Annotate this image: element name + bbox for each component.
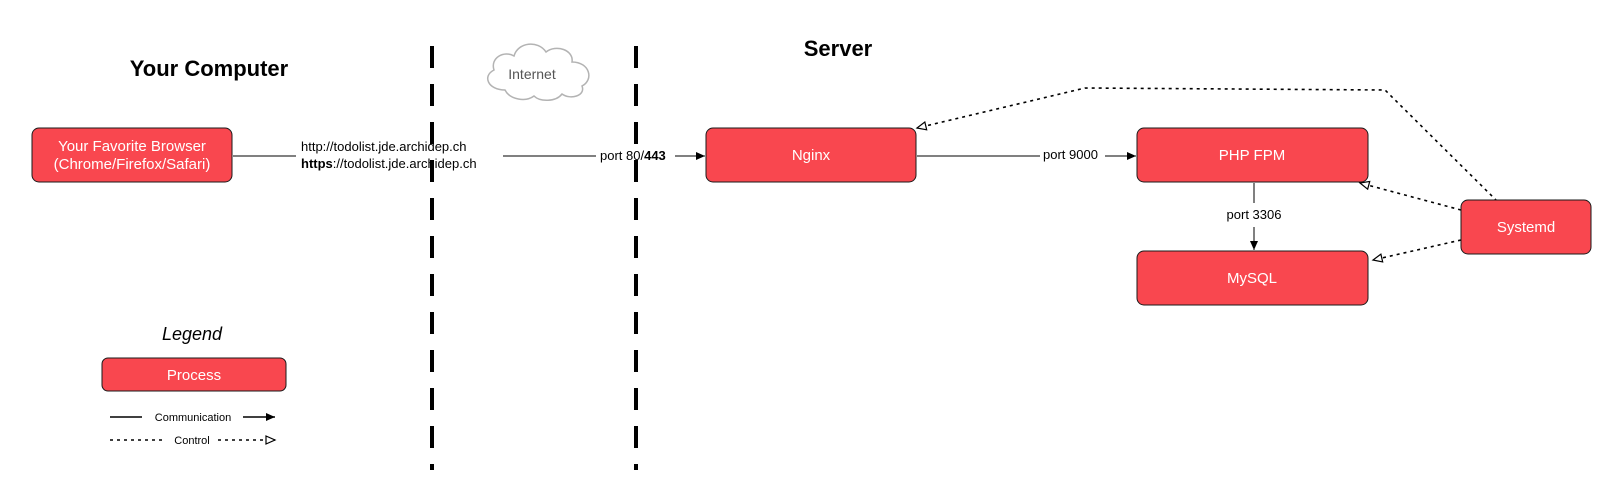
browser-label-line1: Your Favorite Browser bbox=[58, 138, 206, 155]
php-fpm-node: PHP FPM bbox=[1136, 127, 1369, 183]
control-systemd-to-phpfpm bbox=[1358, 180, 1462, 211]
systemd-label: Systemd bbox=[1497, 219, 1555, 236]
legend-control-label: Control bbox=[174, 435, 209, 447]
your-computer-heading: Your Computer bbox=[130, 56, 289, 81]
legend-communication-label: Communication bbox=[155, 412, 231, 424]
php-fpm-label: PHP FPM bbox=[1219, 147, 1285, 164]
legend-title: Legend bbox=[162, 324, 223, 344]
server-heading: Server bbox=[804, 36, 873, 61]
cloud-icon bbox=[486, 43, 590, 101]
url-https-label: https://todolist.jde.archidep.ch bbox=[301, 156, 477, 171]
nginx-label: Nginx bbox=[792, 147, 831, 164]
systemd-node: Systemd bbox=[1460, 199, 1592, 255]
port-9000-label: port 9000 bbox=[1043, 147, 1098, 162]
url-http-label: http://todolist.jde.archidep.ch bbox=[301, 139, 467, 154]
control-systemd-to-mysql bbox=[1371, 239, 1462, 263]
browser-label-line2: (Chrome/Firefox/Safari) bbox=[54, 156, 211, 173]
browser-node: Your Favorite Browser (Chrome/Firefox/Sa… bbox=[31, 127, 233, 183]
control-systemd-to-nginx bbox=[915, 87, 1498, 202]
mysql-label: MySQL bbox=[1227, 270, 1277, 287]
port-3306-label: port 3306 bbox=[1227, 207, 1282, 222]
mysql-node: MySQL bbox=[1136, 250, 1369, 306]
legend-process-node: Process bbox=[101, 357, 287, 392]
nginx-node: Nginx bbox=[705, 127, 917, 183]
internet-label: Internet bbox=[508, 66, 556, 82]
legend-process-label: Process bbox=[167, 367, 221, 384]
port-80-443-label: port 80/443 bbox=[600, 148, 666, 163]
